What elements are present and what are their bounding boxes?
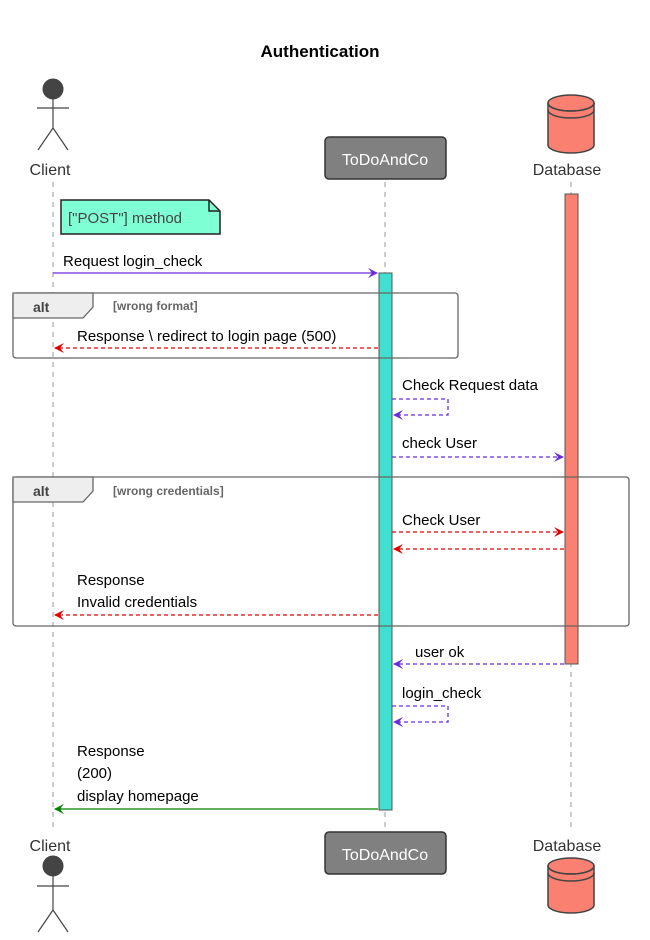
message-label-response-200-line3: display homepage <box>77 788 199 805</box>
client-label-top: Client <box>30 162 71 179</box>
alt-frame-wrong-format <box>12 292 459 359</box>
message-label-response-invalid-line2: Invalid credentials <box>77 594 197 611</box>
alt-tab-wrong-credentials <box>12 476 94 503</box>
alt-frame-wrong-credentials <box>12 476 630 627</box>
alt-tab-wrong-format <box>12 292 94 319</box>
message-label-request-login-check: Request login_check <box>63 253 203 270</box>
message-label-response-200-line2: (200) <box>77 765 112 782</box>
message-label-redirect-500: Response \ redirect to login page (500) <box>77 328 336 345</box>
alt-keyword-1: alt <box>33 299 50 315</box>
message-label-response-200-line1: Response <box>77 743 145 760</box>
todoandco-box-bottom <box>324 831 447 875</box>
message-label-user-ok: user ok <box>415 644 465 661</box>
client-actor-icon-top <box>37 78 69 151</box>
client-label-bottom: Client <box>30 838 71 855</box>
todoandco-box-top <box>324 136 447 180</box>
database-activation-bar <box>564 193 579 665</box>
message-label-response-invalid-line1: Response <box>77 572 145 589</box>
message-label-login-check: login_check <box>402 685 482 702</box>
database-icon-bottom <box>547 857 595 914</box>
diagram-title: Authentication <box>261 42 380 61</box>
database-label-top: Database <box>533 162 602 179</box>
database-icon-top <box>547 94 595 154</box>
message-label-check-user-red: Check User <box>402 512 480 529</box>
alt-condition-wrong-format: [wrong format] <box>113 299 198 313</box>
alt-keyword-2: alt <box>33 483 50 499</box>
note-post-method <box>60 199 221 235</box>
client-actor-icon-bottom <box>37 855 69 933</box>
message-arrow-check-request-data <box>392 398 449 420</box>
database-label-bottom: Database <box>533 838 602 855</box>
todoandco-label-top: ToDoAndCo <box>342 152 428 169</box>
note-text: ["POST"] method <box>68 210 182 227</box>
todoandco-activation-bar <box>378 272 393 811</box>
alt-condition-wrong-credentials: [wrong credentials] <box>113 484 224 498</box>
todoandco-label-bottom: ToDoAndCo <box>342 847 428 864</box>
message-label-check-user: check User <box>402 435 477 452</box>
message-label-check-request-data: Check Request data <box>402 377 539 394</box>
message-arrow-login-check <box>392 705 449 727</box>
